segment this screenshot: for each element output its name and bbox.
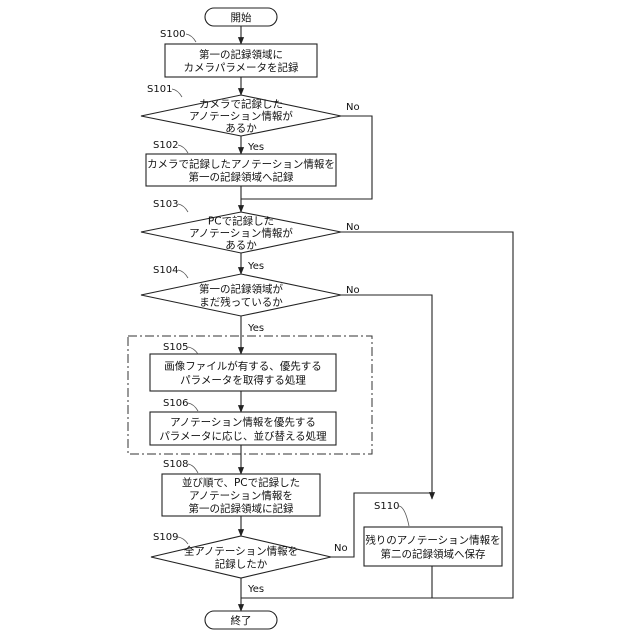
- leader-s108: [188, 464, 198, 473]
- leader-s109: [178, 537, 188, 544]
- leader-s110: [399, 506, 409, 526]
- step-label-s106: S106: [163, 398, 188, 409]
- decision-s104-text: 第一の記録領域がまだ残っているか: [199, 282, 283, 308]
- s101-yes-label: Yes: [247, 142, 264, 153]
- s104-no-label: No: [346, 285, 360, 296]
- s101-no-label: No: [346, 102, 360, 113]
- end-label: 終了: [231, 614, 252, 627]
- text-line: 第二の記録領域へ保存: [381, 547, 486, 560]
- text-line: 残りのアノテーション情報を: [365, 533, 500, 546]
- text-line: PCで記録した: [208, 214, 274, 227]
- leader-s106: [188, 403, 198, 411]
- step-label-s108: S108: [163, 459, 188, 470]
- s109-yes-label: Yes: [247, 584, 264, 595]
- leader-s103: [178, 204, 188, 212]
- text-line: カメラパラメータを記録: [183, 61, 299, 74]
- start-label: 開始: [231, 11, 252, 24]
- text-line: アノテーション情報を: [189, 489, 293, 502]
- leader-s105: [188, 347, 198, 354]
- text-line: 並び順で、PCで記録した: [182, 476, 300, 489]
- step-label-s109: S109: [153, 532, 178, 543]
- text-line: 画像ファイルが有する、優先する: [164, 359, 322, 372]
- text-line: アノテーション情報が: [189, 109, 293, 122]
- s104-yes-label: Yes: [247, 323, 264, 334]
- arrow-s104-no: [341, 295, 432, 499]
- text-line: カメラで記録したアノテーション情報を: [147, 157, 335, 170]
- step-label-s102: S102: [153, 140, 178, 151]
- s109-no-label: No: [334, 543, 348, 554]
- text-line: パラメータに応じ、並び替える処理: [159, 429, 327, 442]
- step-label-s105: S105: [163, 342, 188, 353]
- text-line: 第一の記録領域へ記録: [189, 170, 294, 183]
- leader-s101: [172, 89, 182, 97]
- text-line: 第一の記録領域が: [199, 282, 283, 295]
- step-label-s101: S101: [147, 84, 172, 95]
- text-line: パラメータを取得する処理: [180, 373, 306, 386]
- step-s100-text: 第一の記録領域にカメラパラメータを記録: [183, 48, 299, 74]
- text-line: 全アノテーション情報を: [184, 544, 298, 557]
- text-line: あるか: [225, 122, 257, 134]
- step-label-s103: S103: [153, 199, 178, 210]
- leader-s104: [178, 270, 188, 278]
- s103-yes-label: Yes: [247, 261, 264, 272]
- step-label-s104: S104: [153, 265, 178, 276]
- text-line: カメラで記録した: [199, 97, 283, 110]
- text-line: 第一の記録領域に: [199, 48, 283, 61]
- text-line: アノテーション情報を優先する: [170, 415, 316, 428]
- text-line: 記録したか: [215, 557, 268, 570]
- text-line: アノテーション情報が: [189, 226, 293, 239]
- s103-no-label: No: [346, 222, 360, 233]
- step-label-s100: S100: [160, 29, 185, 40]
- text-line: まだ残っているか: [199, 295, 283, 308]
- step-s108-text: 並び順で、PCで記録したアノテーション情報を第一の記録領域に記録: [182, 476, 300, 515]
- step-label-s110: S110: [374, 501, 399, 512]
- text-line: 第一の記録領域に記録: [189, 502, 294, 515]
- leader-s102: [178, 145, 188, 153]
- text-line: あるか: [225, 239, 257, 251]
- leader-s100: [186, 34, 196, 42]
